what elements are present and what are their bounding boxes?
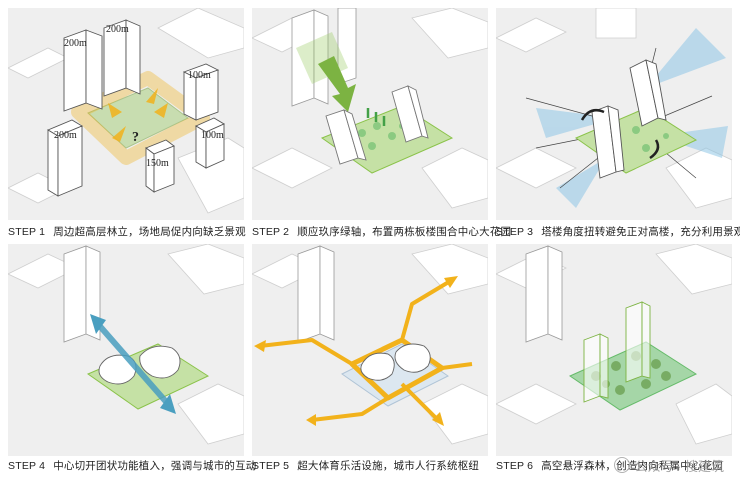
panel-step-3 bbox=[496, 8, 732, 220]
step-2-diagram bbox=[252, 8, 488, 209]
question-mark: ? bbox=[132, 130, 139, 145]
height-label: 200m bbox=[64, 38, 87, 49]
height-label: 200m bbox=[106, 24, 129, 35]
height-label: 200m bbox=[54, 130, 77, 141]
panel-step-2 bbox=[252, 8, 488, 220]
wechat-icon bbox=[614, 457, 631, 473]
step-3-diagram bbox=[496, 8, 732, 209]
step-4-diagram bbox=[8, 244, 244, 445]
panel-step-5 bbox=[252, 244, 488, 456]
panel-step-1: 200m 200m 100m 200m 100m 150m ? bbox=[8, 8, 244, 220]
panel-step-4 bbox=[8, 244, 244, 456]
step-6-diagram bbox=[496, 244, 732, 445]
watermark: 公众号 · 搜建筑 bbox=[614, 456, 724, 475]
height-label: 100m bbox=[188, 70, 211, 81]
step-1-diagram bbox=[8, 8, 244, 214]
height-label: 100m bbox=[201, 130, 224, 141]
step-5-diagram bbox=[252, 244, 488, 445]
panel-step-6 bbox=[496, 244, 732, 456]
height-label: 150m bbox=[146, 158, 169, 169]
